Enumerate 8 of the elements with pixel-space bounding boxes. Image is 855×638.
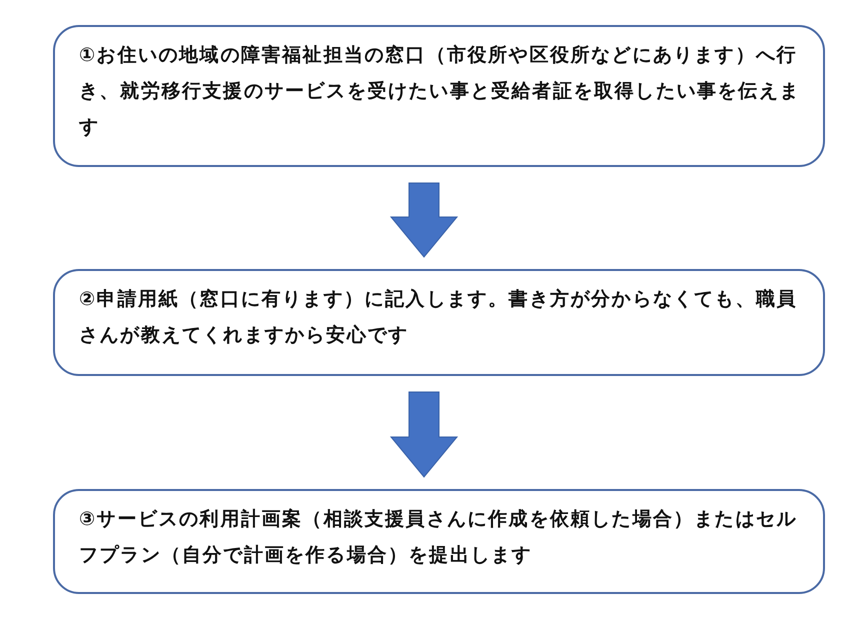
step-text: ①お住いの地域の障害福祉担当の窓口（市役所や区役所などにあります）へ行き、就労移行支援のサービスを受けたい事と受給者証を取得したい事を伝えます — [79, 43, 801, 140]
down-arrow — [390, 182, 458, 258]
step-text: ③サービスの利用計画案（相談支援員さんに作成を依頼した場合）またはセルフプラン（自分で計画を作る場合）を提出します — [79, 507, 798, 568]
step-box — [53, 269, 825, 376]
step-text: ②申請用紙（窓口に有ります）に記入します。書き方が分からなくても、職員さんが教えてくれますから安心です — [79, 287, 798, 348]
step-box — [53, 25, 825, 167]
step-box — [53, 489, 825, 594]
down-arrow — [390, 392, 458, 478]
